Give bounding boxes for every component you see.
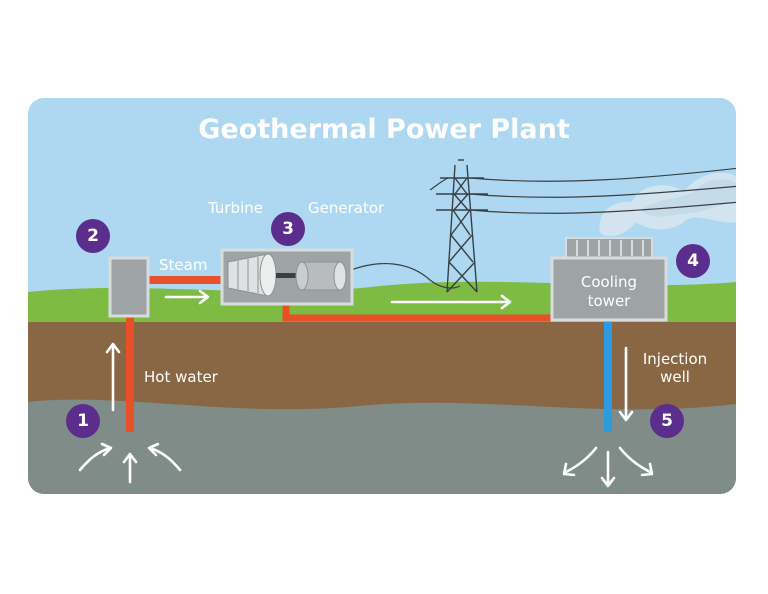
bedrock-layer — [28, 399, 736, 494]
hot-water-pipe — [126, 316, 134, 432]
generator-icon — [295, 261, 347, 291]
step-marker-5: 5 — [650, 404, 684, 438]
turbine-label: Turbine — [208, 199, 263, 217]
injection-well-label-line1: Injection — [642, 350, 708, 368]
injection-pipe — [604, 320, 612, 432]
step-marker-1: 1 — [66, 404, 100, 438]
injection-well-label: Injection well — [638, 350, 712, 386]
step-marker-2: 2 — [76, 219, 110, 253]
hot-water-label: Hot water — [144, 368, 218, 386]
cooling-tower-fans — [565, 237, 653, 259]
flow-arrows — [78, 289, 654, 488]
steam-label: Steam — [159, 256, 208, 274]
diagram-title: Geothermal Power Plant — [198, 114, 570, 145]
cooling-tower-label-line2: tower — [587, 292, 631, 310]
condensate-pipe — [282, 302, 556, 322]
cooling-tower-label: Cooling tower — [552, 273, 666, 311]
step-marker-3: 3 — [271, 212, 305, 246]
cooling-tower — [550, 256, 668, 322]
generator-label: Generator — [308, 199, 385, 217]
injection-well-label-line2: well — [660, 368, 690, 386]
turbine-icon — [227, 253, 277, 297]
steam-pipe — [148, 276, 224, 284]
steam-separator — [108, 256, 150, 318]
cooling-tower-label-line1: Cooling — [580, 273, 638, 291]
turbine-shaft — [276, 273, 302, 278]
transmission-tower — [436, 159, 488, 293]
step-marker-4: 4 — [676, 244, 710, 278]
